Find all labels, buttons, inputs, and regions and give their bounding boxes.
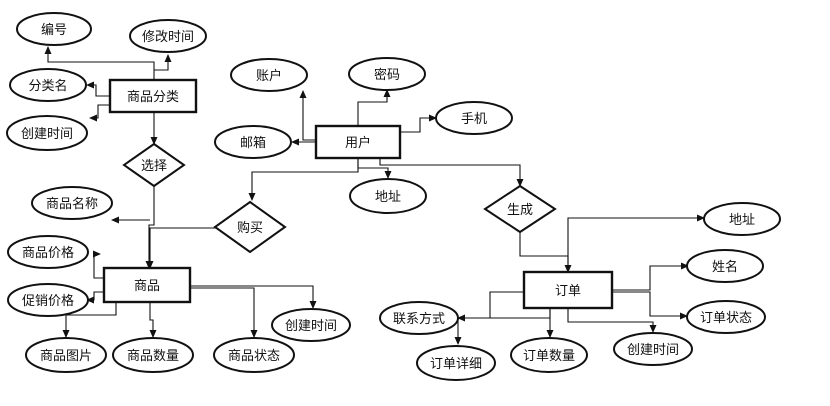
attr-user-email-label: 邮箱: [240, 135, 266, 151]
attr-user-phone[interactable]: 手机: [435, 101, 513, 135]
attr-product-status-label: 商品状态: [228, 349, 280, 364]
attr-order-detail-label: 订单详细: [430, 357, 482, 372]
attr-product-qty-label: 商品数量: [127, 349, 179, 364]
edge-product-promo: [86, 291, 104, 304]
relation-buy[interactable]: 购买: [213, 200, 287, 254]
attr-user-account-label: 账户: [256, 68, 282, 84]
edge-select-product: [145, 185, 155, 269]
attr-user-phone-label: 手机: [461, 112, 487, 127]
attr-user-address-label: 地址: [375, 190, 401, 205]
edge-product-image: [62, 302, 117, 338]
edge-user-generate: [379, 158, 524, 187]
attr-user-password-label: 密码: [374, 67, 400, 83]
edge-category-name: [86, 81, 110, 97]
attr-category-created-label: 创建时间: [21, 127, 73, 142]
edge-category-id: [44, 46, 155, 80]
entity-category[interactable]: 商品分类: [108, 78, 198, 114]
attr-product-price[interactable]: 商品价格: [7, 235, 89, 269]
attr-order-name[interactable]: 姓名: [686, 249, 764, 283]
entity-user-label: 用户: [345, 135, 371, 151]
edge-product-status: [190, 287, 258, 338]
edge-category-modified: [154, 54, 172, 71]
attr-category-name[interactable]: 分类名: [9, 68, 87, 102]
attr-order-contact[interactable]: 联系方式: [379, 301, 459, 335]
attr-product-image-label: 商品图片: [40, 349, 92, 364]
edges: [44, 46, 705, 345]
relation-select[interactable]: 选择: [122, 142, 186, 188]
attr-order-address[interactable]: 地址: [703, 202, 781, 236]
edge-order-name: [612, 262, 689, 291]
attr-order-status[interactable]: 订单状态: [686, 300, 766, 334]
attr-order-qty-label: 订单数量: [523, 349, 575, 364]
relation-buy-label: 购买: [237, 220, 263, 236]
edge-order-created: [567, 308, 657, 333]
entity-category-label: 商品分类: [127, 90, 179, 105]
edge-order-status: [612, 291, 688, 320]
attr-category-modified-label: 修改时间: [142, 30, 194, 45]
attr-order-qty[interactable]: 订单数量: [510, 337, 588, 373]
edge-product-created: [190, 285, 317, 309]
attr-order-detail[interactable]: 订单详细: [416, 345, 496, 381]
attr-product-name-label: 商品名称: [46, 196, 98, 212]
edge-generate-order: [519, 232, 572, 273]
attr-product-qty[interactable]: 商品数量: [112, 337, 194, 373]
attr-order-contact-label: 联系方式: [393, 311, 445, 327]
edge-order-contact: [457, 291, 524, 322]
edge-user-account: [299, 90, 316, 141]
attr-product-created[interactable]: 创建时间: [271, 308, 351, 342]
entity-order-label: 订单: [555, 284, 581, 299]
edge-user-buy: [248, 158, 359, 201]
attr-category-id-label: 编号: [41, 23, 67, 38]
attr-category-id[interactable]: 编号: [16, 12, 92, 46]
attr-user-email[interactable]: 邮箱: [214, 125, 292, 159]
attr-product-price-label: 商品价格: [22, 245, 74, 261]
edge-user-password: [357, 89, 391, 126]
attr-category-modified[interactable]: 修改时间: [129, 19, 207, 53]
attr-user-account[interactable]: 账户: [230, 58, 308, 92]
entity-product[interactable]: 商品: [102, 266, 192, 304]
attr-order-status-label: 订单状态: [700, 311, 752, 326]
edge-user-address: [357, 158, 392, 179]
entity-user[interactable]: 用户: [314, 124, 402, 160]
edge-order-address: [567, 214, 705, 272]
attr-order-created-label: 创建时间: [627, 343, 679, 358]
attr-product-image[interactable]: 商品图片: [25, 337, 107, 373]
attr-product-created-label: 创建时间: [285, 319, 337, 334]
edge-product-qty: [149, 302, 157, 338]
edge-product-price: [93, 250, 104, 279]
attr-order-name-label: 姓名: [712, 259, 738, 275]
attr-product-status[interactable]: 商品状态: [213, 337, 295, 373]
attr-product-promo-label: 促销价格: [22, 293, 74, 309]
attr-user-address[interactable]: 地址: [349, 178, 427, 214]
relation-generate-label: 生成: [507, 203, 533, 218]
edge-category-created: [89, 104, 110, 122]
edge-buy-product: [146, 227, 218, 269]
relation-select-label: 选择: [141, 159, 167, 174]
attr-order-address-label: 地址: [729, 213, 755, 228]
attr-product-promo[interactable]: 促销价格: [7, 283, 89, 317]
attr-user-password[interactable]: 密码: [348, 57, 426, 91]
attr-order-created[interactable]: 创建时间: [613, 332, 693, 366]
attr-category-name-label: 分类名: [28, 78, 67, 94]
entity-order[interactable]: 订单: [522, 270, 614, 310]
attr-category-created[interactable]: 创建时间: [6, 115, 88, 151]
entity-product-label: 商品: [134, 279, 160, 294]
attr-product-name[interactable]: 商品名称: [31, 186, 113, 220]
relation-generate[interactable]: 生成: [483, 184, 557, 234]
edge-user-phone: [400, 114, 437, 133]
